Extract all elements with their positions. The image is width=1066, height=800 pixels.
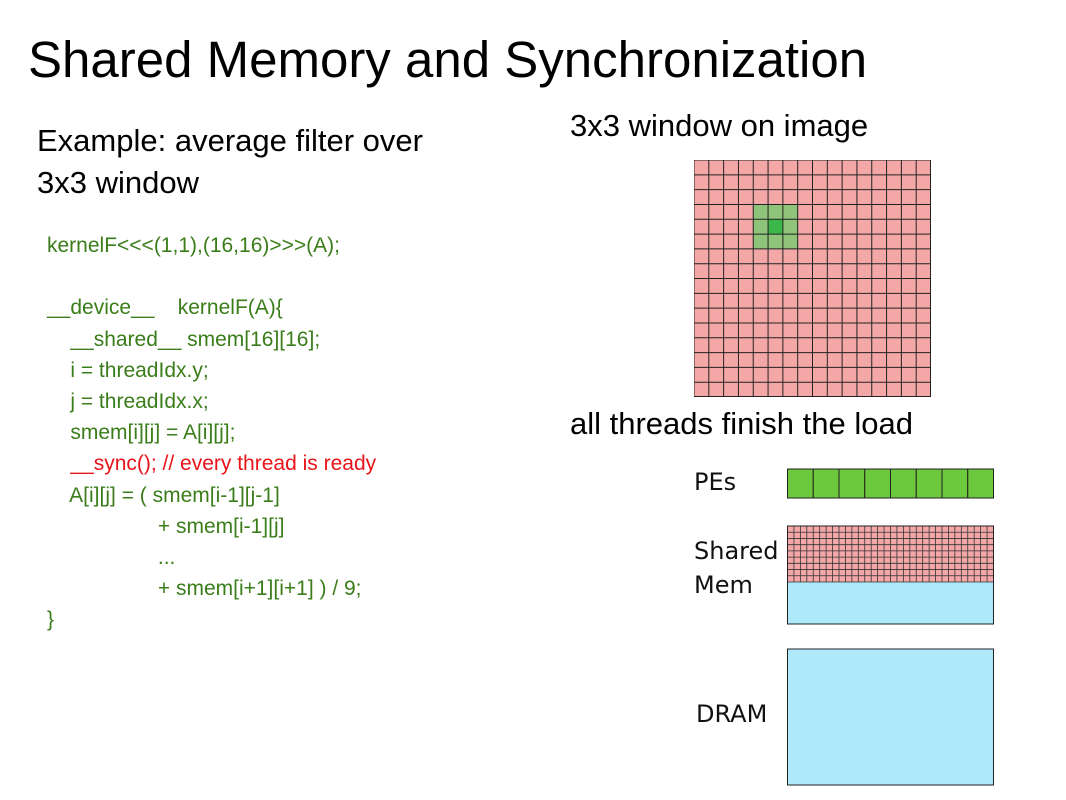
code-line: __sync(); // every thread is ready: [47, 452, 377, 476]
shared-mem-label-line-1: Shared: [694, 537, 779, 565]
memory-diagram-caption: all threads finish the load: [570, 406, 913, 441]
code-line: j = threadIdx.x;: [47, 390, 209, 414]
window-diagram-caption: 3x3 window on image: [570, 108, 869, 143]
subtitle-line-1: Example: average filter over: [37, 123, 423, 158]
code-line: + smem[i-1][j]: [47, 514, 285, 538]
code-block: kernelF<<<(1,1),(16,16)>>>(A); __device_…: [47, 230, 376, 636]
shared-mem-label: Shared Mem: [694, 534, 779, 602]
image-grid-diagram: [694, 160, 931, 397]
code-line: ...: [47, 546, 176, 570]
slide-subtitle: Example: average filter over 3x3 window: [37, 120, 423, 204]
pe-cell: [864, 468, 891, 499]
code-line: kernelF<<<(1,1),(16,16)>>>(A);: [47, 234, 340, 257]
code-line: A[i][j] = ( smem[i-1][j-1]: [47, 483, 280, 507]
slide-title: Shared Memory and Synchronization: [28, 31, 868, 88]
code-line: }: [47, 608, 55, 632]
code-line: __shared__ smem[16][16];: [47, 327, 321, 351]
pe-cell: [787, 468, 814, 499]
pe-cell: [941, 468, 969, 499]
code-line: + smem[i+1][i+1] ) / 9;: [47, 577, 362, 601]
dram-block: [787, 648, 994, 786]
pe-cell: [915, 468, 943, 499]
pe-cell: [890, 468, 917, 499]
code-line: smem[i][j] = A[i][j];: [47, 421, 236, 445]
code-line: __device__ kernelF(A){: [47, 296, 283, 320]
pes-label: PEs: [694, 468, 737, 496]
window-center-cell: [768, 219, 783, 235]
dram-label: DRAM: [696, 700, 768, 728]
shared-mem-label-line-2: Mem: [694, 571, 753, 599]
code-line: [47, 261, 376, 292]
code-line: i = threadIdx.y;: [47, 358, 209, 382]
memory-hierarchy-diagram: [787, 468, 994, 786]
shared-mem-border: [787, 525, 994, 625]
pe-cell: [812, 468, 840, 499]
subtitle-line-2: 3x3 window: [37, 165, 199, 200]
pe-cell: [967, 468, 994, 499]
pe-cell: [838, 468, 866, 499]
